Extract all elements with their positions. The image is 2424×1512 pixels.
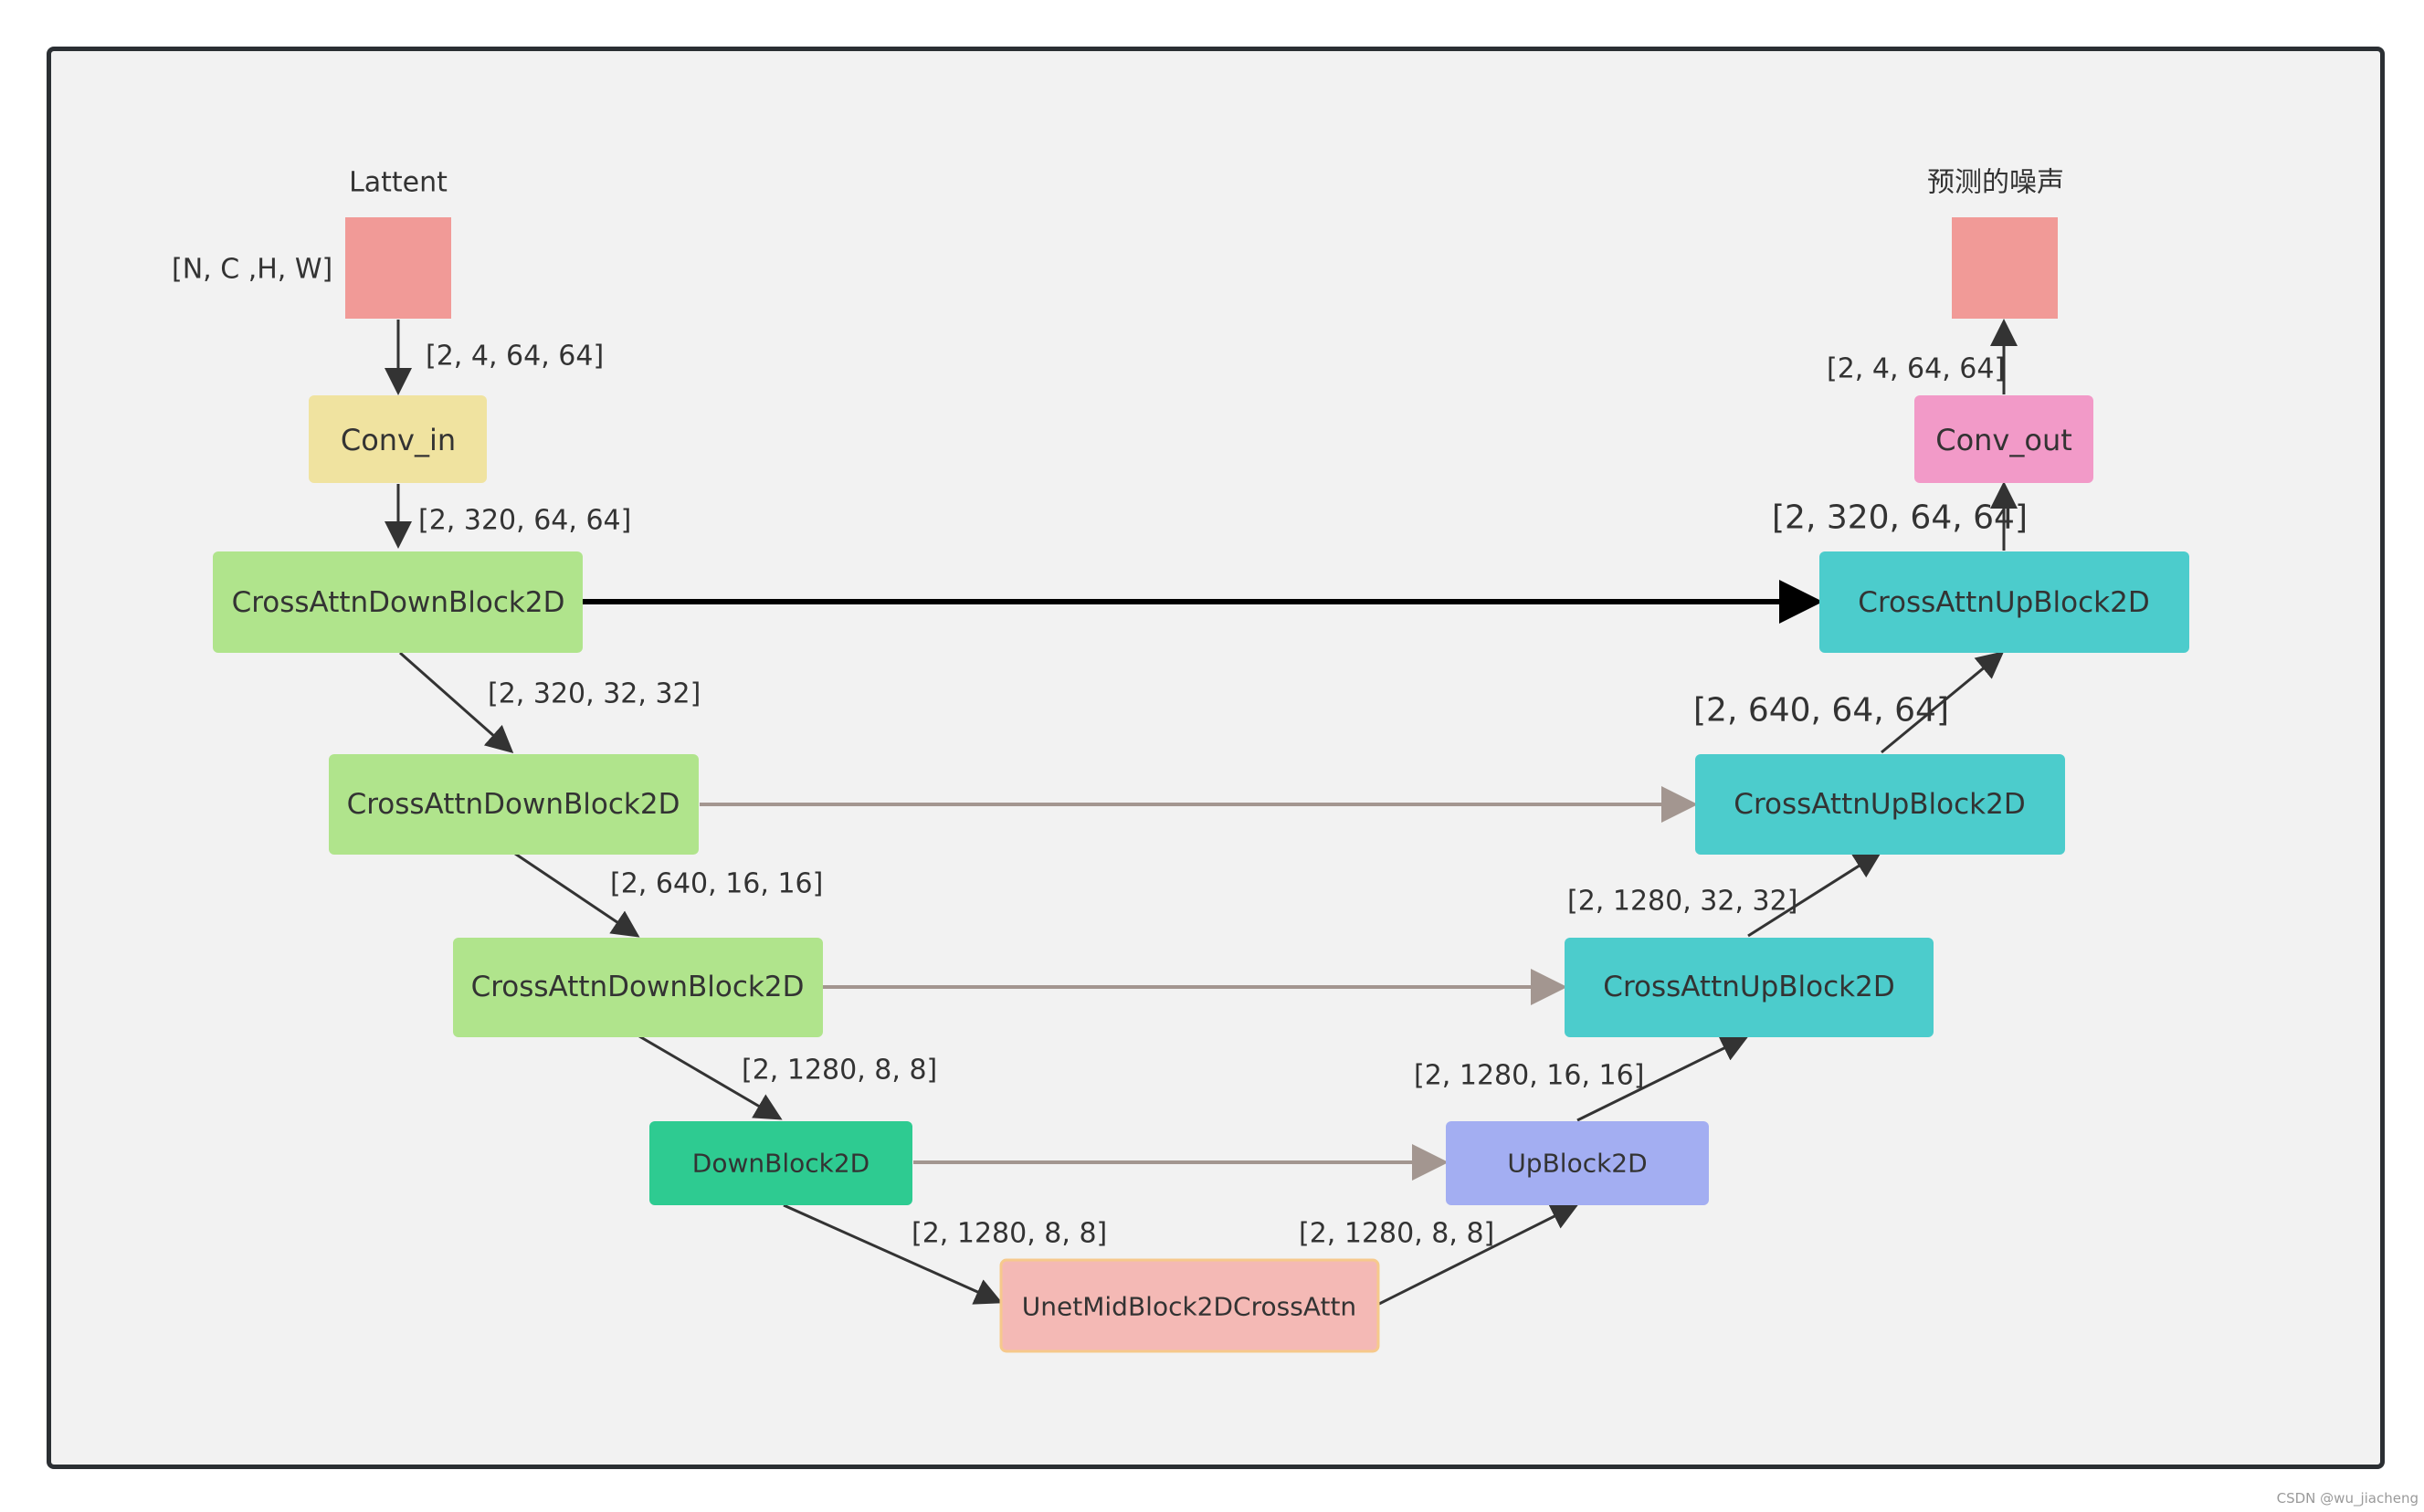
- edge-down3-to-down4: [638, 1034, 783, 1120]
- input-tensor: Lattent [N, C ,H, W]: [172, 167, 451, 319]
- mid-block-label: UnetMidBlock2DCrossAttn: [1022, 1292, 1356, 1322]
- up-block-2: CrossAttnUpBlock2D: [1565, 938, 1934, 1037]
- edge-up3-to-up4: [1881, 651, 2005, 754]
- down-block-3: CrossAttnDownBlock2D: [453, 938, 823, 1037]
- mid-block: UnetMidBlock2DCrossAttn: [999, 1258, 1380, 1353]
- up-block-3: CrossAttnUpBlock2D: [1695, 754, 2065, 855]
- input-title: Lattent: [349, 167, 448, 199]
- edge-up2-to-up3: [1747, 851, 1882, 938]
- edge-labels: [2, 4, 64, 64] [2, 320, 64, 64] [2, 320,…: [418, 341, 2028, 1250]
- up-block-1-label: UpBlock2D: [1507, 1149, 1647, 1179]
- conv-in-label: Conv_in: [341, 423, 456, 457]
- edge-label-up4-to-conv-out: [2, 320, 64, 64]: [1772, 499, 2028, 537]
- edge-down1-to-down2: [399, 651, 514, 753]
- down-block-3-label: CrossAttnDownBlock2D: [471, 971, 805, 1003]
- output-title: 预测的噪声: [1927, 167, 2064, 199]
- output-tensor: 预测的噪声: [1927, 167, 2064, 319]
- edge-label-down3-to-down4: [2, 1280, 8, 8]: [742, 1055, 937, 1087]
- input-shape: [N, C ,H, W]: [172, 254, 332, 286]
- edge-down4-to-mid: [783, 1203, 1003, 1305]
- up-block-3-label: CrossAttnUpBlock2D: [1734, 788, 2025, 821]
- edge-label-latent-to-conv-in: [2, 4, 64, 64]: [426, 341, 604, 373]
- conv-out-node: Conv_out: [1914, 395, 2093, 483]
- edge-down2-to-down3: [514, 852, 640, 938]
- edge-up1-to-up2: [1576, 1035, 1749, 1122]
- edge-label-up3-to-up4: [2, 640, 64, 64]: [1693, 692, 1949, 730]
- conv-in-node: Conv_in: [309, 395, 487, 483]
- edge-mid-to-up1: [1378, 1203, 1579, 1306]
- edge-label-conv-out-to-output: [2, 4, 64, 64]: [1827, 353, 2005, 385]
- down-block-4: DownBlock2D: [649, 1121, 912, 1205]
- output-tensor-box: [1952, 217, 2058, 319]
- conv-out-label: Conv_out: [1935, 423, 2072, 457]
- down-block-4-label: DownBlock2D: [692, 1149, 869, 1179]
- down-block-1-label: CrossAttnDownBlock2D: [232, 586, 565, 619]
- footer-credit: CSDN @wu_jiacheng: [2276, 1490, 2419, 1507]
- edge-label-down4-to-mid: [2, 1280, 8, 8]: [912, 1218, 1107, 1250]
- edge-label-up1-to-up2: [2, 1280, 16, 16]: [1414, 1060, 1644, 1092]
- down-block-1: CrossAttnDownBlock2D: [213, 551, 583, 653]
- up-block-1: UpBlock2D: [1446, 1121, 1709, 1205]
- down-block-2-label: CrossAttnDownBlock2D: [347, 788, 680, 821]
- edge-label-up2-to-up3: [2, 1280, 32, 32]: [1567, 886, 1797, 918]
- edge-label-down2-to-down3: [2, 640, 16, 16]: [610, 868, 823, 900]
- input-tensor-box: [345, 217, 451, 319]
- up-block-4: CrossAttnUpBlock2D: [1819, 551, 2189, 653]
- up-block-4-label: CrossAttnUpBlock2D: [1858, 586, 2149, 619]
- edges: [385, 319, 2018, 1306]
- edge-label-conv-in-to-down1: [2, 320, 64, 64]: [418, 505, 631, 537]
- up-block-2-label: CrossAttnUpBlock2D: [1603, 971, 1894, 1003]
- down-block-2: CrossAttnDownBlock2D: [329, 754, 699, 855]
- edge-label-down1-to-down2: [2, 320, 32, 32]: [488, 678, 701, 710]
- edge-label-mid-to-up1: [2, 1280, 8, 8]: [1299, 1218, 1494, 1250]
